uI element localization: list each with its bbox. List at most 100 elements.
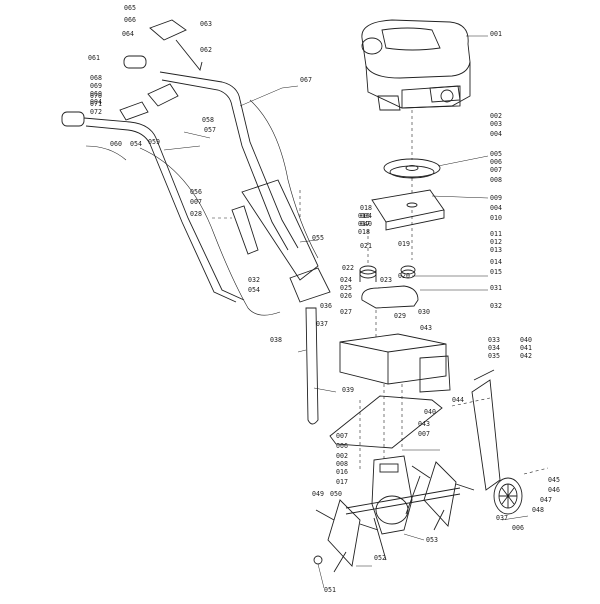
callout-repeat-032: 032 <box>248 276 260 284</box>
callout-009: 009 <box>490 194 502 202</box>
callout-060: 060 <box>110 140 122 148</box>
callout-025: 025 <box>340 284 352 292</box>
callout-repeat-003: 003 <box>490 120 502 128</box>
callout-030: 030 <box>418 308 430 316</box>
callout-001: 001 <box>490 30 502 38</box>
callout-054: 054 <box>130 140 142 148</box>
callout-048: 048 <box>532 506 544 514</box>
callout-049: 049 <box>312 490 324 498</box>
frame-drawing <box>339 333 451 393</box>
callout-068: 068 <box>90 74 102 82</box>
callout-repeat-006: 006 <box>336 442 348 450</box>
callout-062: 062 <box>200 46 212 54</box>
callout-070: 070 <box>90 92 102 100</box>
callout-027: 027 <box>340 308 352 316</box>
callout-repeat-043: 043 <box>418 420 430 428</box>
callout-069: 069 <box>90 82 102 90</box>
callout-repeat-016: 016 <box>336 468 348 476</box>
cables <box>85 99 319 316</box>
callout-023: 023 <box>380 276 392 284</box>
callout-026: 026 <box>340 292 352 300</box>
shield-plate <box>329 395 443 449</box>
callout-repeat-054: 054 <box>248 286 260 294</box>
callout-044: 044 <box>452 396 464 404</box>
callout-066: 066 <box>124 16 136 24</box>
callout-repeat-004: 004 <box>90 98 102 106</box>
callout-repeat-008: 008 <box>336 460 348 468</box>
callout-041: 041 <box>520 344 532 352</box>
callout-047: 047 <box>540 496 552 504</box>
wheel-drawing <box>471 369 523 515</box>
callout-repeat-004: 004 <box>490 130 502 138</box>
callout-005: 005 <box>490 150 502 158</box>
part-drawings <box>61 19 549 589</box>
assembly-lines <box>212 110 549 475</box>
callout-065: 065 <box>124 4 136 12</box>
engine-drawing <box>361 19 471 111</box>
pulley-gears <box>359 265 416 282</box>
callout-040: 040 <box>520 336 532 344</box>
callout-057: 057 <box>204 126 216 134</box>
callout-024: 024 <box>340 276 352 284</box>
pulley-drawing <box>371 158 445 231</box>
callout-051: 051 <box>324 586 336 594</box>
callout-repeat-028: 028 <box>190 210 202 218</box>
callout-071: 071 <box>90 100 102 108</box>
callout-067: 067 <box>300 76 312 84</box>
callout-018: 018 <box>358 228 370 236</box>
callout-repeat-007: 007 <box>190 198 202 206</box>
callout-036: 036 <box>320 302 332 310</box>
depth-bar <box>305 307 319 425</box>
callout-031: 031 <box>490 284 502 292</box>
callout-033: 033 <box>488 336 500 344</box>
leader-lines <box>163 35 529 589</box>
callout-021: 021 <box>360 242 372 250</box>
callout-029: 029 <box>394 312 406 320</box>
callout-020: 020 <box>398 272 410 280</box>
callout-038: 038 <box>270 336 282 344</box>
callout-032: 032 <box>490 302 502 310</box>
callout-repeat-008: 008 <box>490 176 502 184</box>
callout-058: 058 <box>202 116 214 124</box>
callout-037: 037 <box>316 320 328 328</box>
callout-repeat-004: 004 <box>490 204 502 212</box>
callout-011: 011 <box>490 230 502 238</box>
callout-repeat-043: 043 <box>420 324 432 332</box>
callout-035: 035 <box>488 352 500 360</box>
callout-repeat-006: 006 <box>490 158 502 166</box>
callout-059: 059 <box>148 138 160 146</box>
callout-repeat-007: 007 <box>418 430 430 438</box>
callout-014: 014 <box>490 258 502 266</box>
callout-labels: 0010050090110120130140150160170180190200… <box>88 4 560 594</box>
callout-052: 052 <box>374 554 386 562</box>
callout-034: 034 <box>488 344 500 352</box>
callout-039: 039 <box>342 386 354 394</box>
callout-022: 022 <box>342 264 354 272</box>
callout-015: 015 <box>490 268 502 276</box>
callout-055: 055 <box>312 234 324 242</box>
callout-050: 050 <box>330 490 342 498</box>
callout-045: 045 <box>548 476 560 484</box>
callout-repeat-007: 007 <box>490 166 502 174</box>
callout-016: 016 <box>358 212 370 220</box>
callout-repeat-002: 002 <box>490 112 502 120</box>
callout-042: 042 <box>520 352 532 360</box>
callout-repeat-004: 004 <box>360 212 372 220</box>
callout-repeat-006: 006 <box>512 524 524 532</box>
handle-drawing <box>61 19 331 303</box>
callout-056: 056 <box>190 188 202 196</box>
callout-repeat-018: 018 <box>360 204 372 212</box>
callout-repeat-060: 060 <box>90 90 102 98</box>
callout-repeat-007: 007 <box>336 432 348 440</box>
callout-012: 012 <box>490 238 502 246</box>
callout-017: 017 <box>358 220 370 228</box>
callout-repeat-017: 017 <box>336 478 348 486</box>
callout-013: 013 <box>490 246 502 254</box>
callout-019: 019 <box>398 240 410 248</box>
callout-064: 064 <box>122 30 134 38</box>
callout-repeat-037: 037 <box>496 514 508 522</box>
callout-repeat-002: 002 <box>336 452 348 460</box>
callout-repeat-040: 040 <box>424 408 436 416</box>
